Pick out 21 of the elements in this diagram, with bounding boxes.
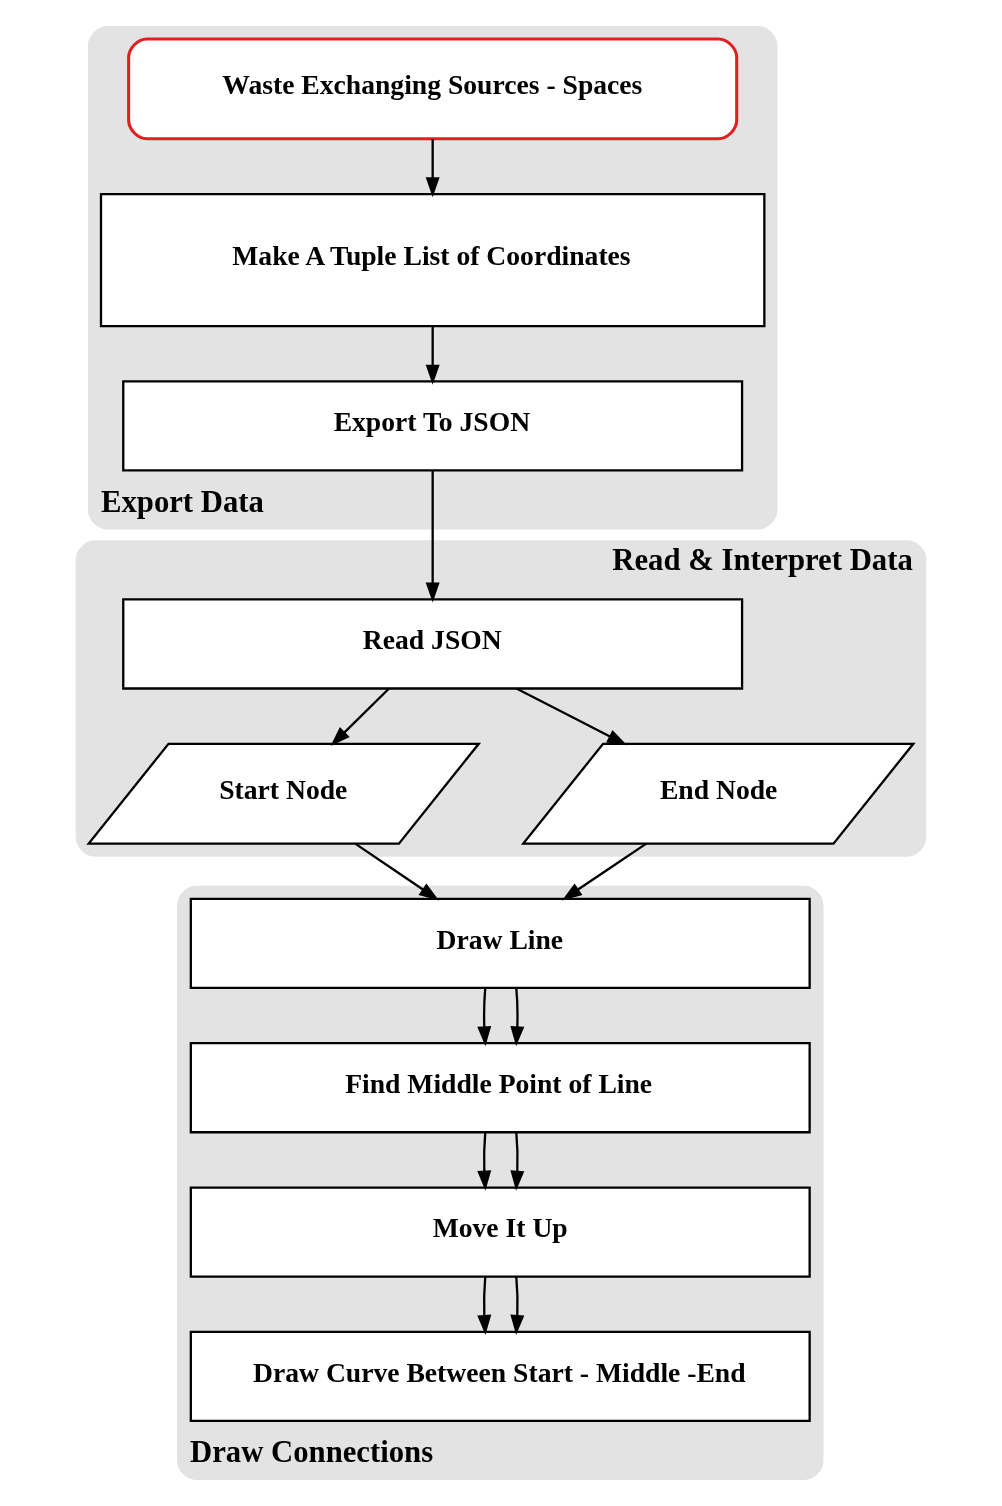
arrow — [425, 326, 440, 385]
node-box: Make A Tuple List of Coordinates — [99, 192, 766, 328]
node-box: Read JSON — [122, 598, 744, 690]
arrow — [330, 687, 390, 747]
arrow — [354, 842, 439, 901]
arrow — [515, 687, 628, 746]
node-box: Draw Line — [189, 897, 811, 990]
arrow — [425, 470, 440, 603]
arrow — [477, 1276, 492, 1335]
arrow — [510, 988, 525, 1047]
node-box: Move It Up — [189, 1186, 811, 1278]
arrow — [477, 988, 492, 1047]
arrow — [510, 1276, 525, 1335]
arrow — [425, 139, 440, 198]
arrow — [510, 1132, 525, 1191]
arrow — [561, 842, 647, 901]
node-box: Find Middle Point of Line — [189, 1042, 811, 1134]
node-box: Waste Exchanging Sources - Spaces — [127, 37, 739, 141]
node-box: Draw Curve Between Start - Middle -End — [189, 1330, 811, 1423]
node-box: Export To JSON — [122, 380, 744, 472]
arrow — [477, 1132, 492, 1191]
